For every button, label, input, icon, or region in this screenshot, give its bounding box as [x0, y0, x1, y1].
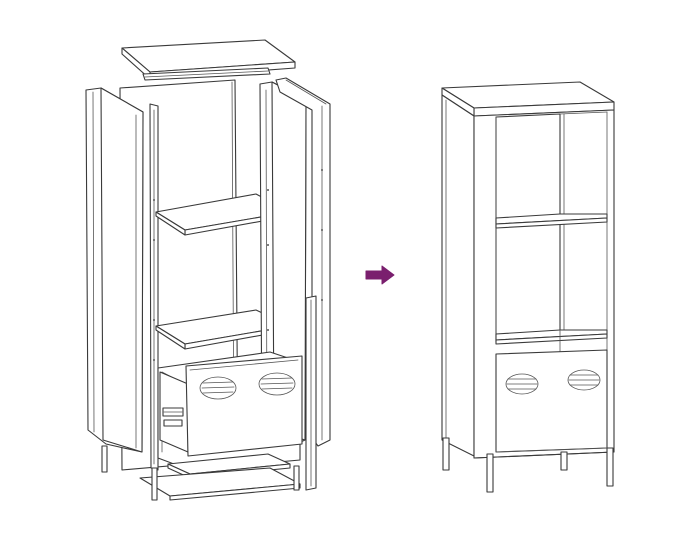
top-rail: [142, 67, 271, 81]
exploded-legs: [101, 445, 300, 501]
cabinet-shelf-upper: [495, 213, 608, 229]
left-upright: [149, 103, 159, 471]
cabinet-drawer: [495, 349, 608, 453]
drawer-vent-right: [258, 372, 296, 396]
cabinet-legs: [442, 437, 614, 493]
cabinet-vent-right: [567, 369, 601, 391]
drawer-runner: [159, 371, 189, 453]
assembled-cabinet: [441, 81, 615, 493]
cabinet-shelf-middle: [495, 329, 608, 353]
left-side-panel: [85, 87, 144, 453]
cabinet-vent-left: [505, 373, 539, 395]
exploded-view: [85, 39, 331, 501]
drawer-vent-left: [199, 376, 237, 400]
arrow-right-icon: [365, 265, 395, 285]
cabinet-top: [441, 81, 615, 117]
cabinet-base-rail: [473, 447, 615, 459]
base-plate: [139, 467, 301, 501]
right-leg-post: [305, 295, 317, 491]
cabinet-left-side: [441, 94, 475, 457]
drawer-front: [185, 355, 303, 457]
